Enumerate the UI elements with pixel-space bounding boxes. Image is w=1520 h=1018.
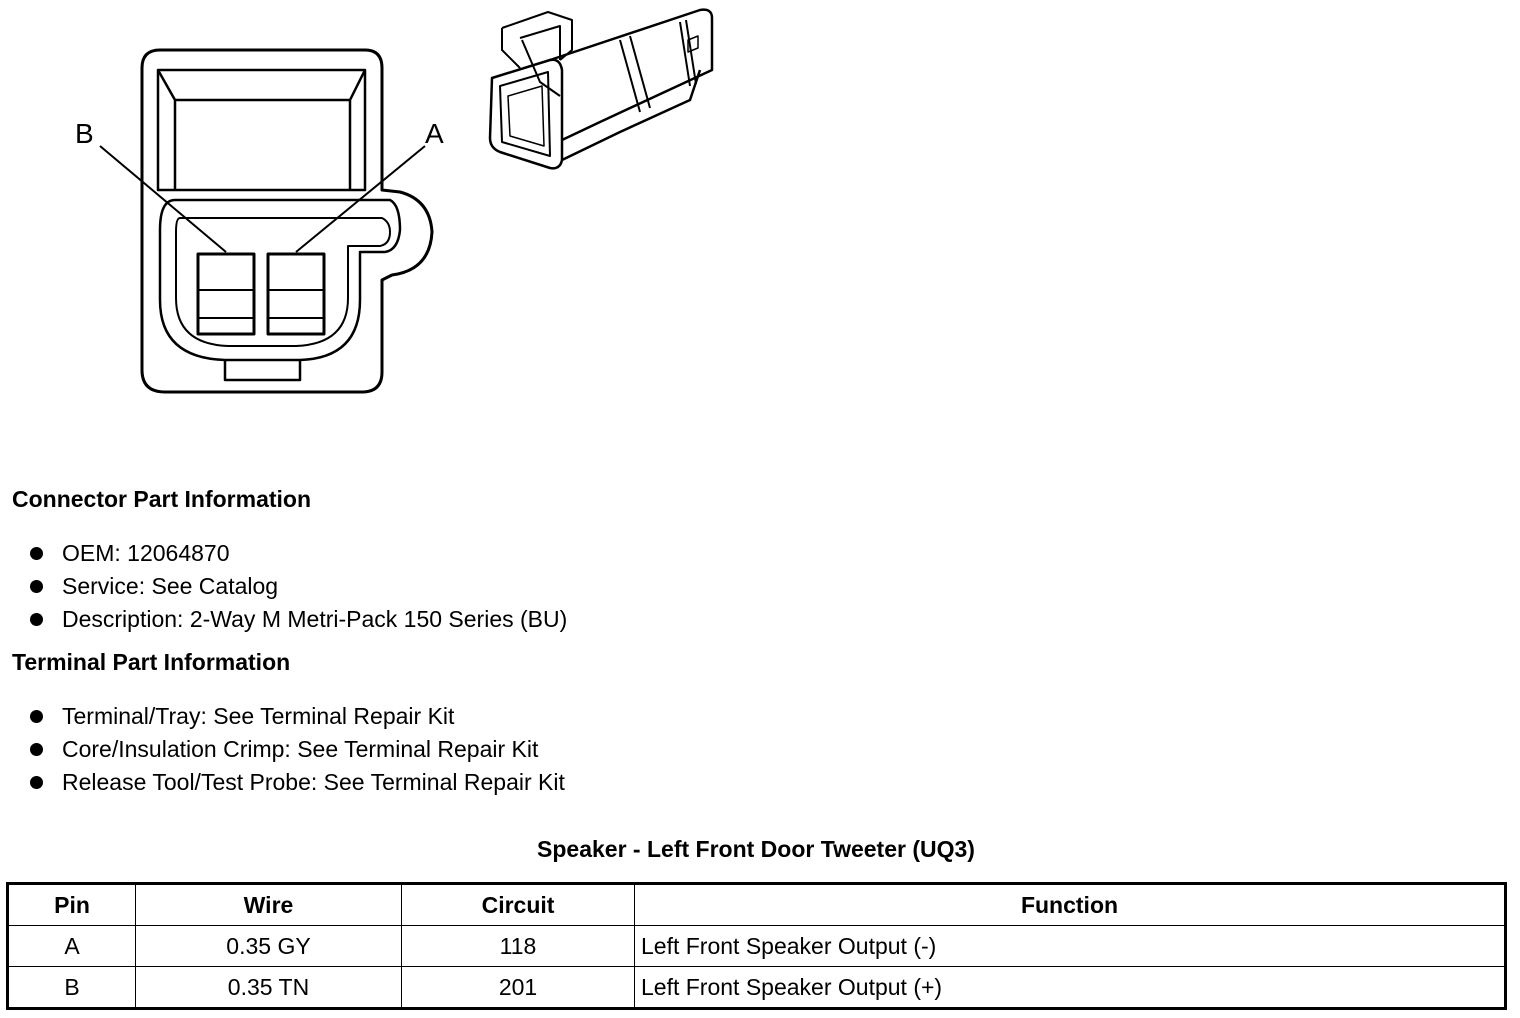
- terminal-info-list: Terminal/Tray: See Terminal Repair Kit C…: [28, 700, 565, 799]
- cell-pin: B: [7, 966, 136, 1009]
- cell-circuit: 118: [401, 925, 635, 967]
- table-title: Speaker - Left Front Door Tweeter (UQ3): [537, 836, 975, 862]
- connector-face-diagram: B A: [75, 48, 444, 394]
- terminal-info-heading: Terminal Part Information: [12, 649, 291, 675]
- cell-circuit: 201: [401, 966, 635, 1009]
- bullet-icon: [30, 580, 43, 593]
- list-item: OEM: 12064870: [28, 537, 567, 570]
- bullet-icon: [30, 743, 43, 756]
- column-header-pin: Pin: [7, 883, 136, 926]
- connector-info-heading: Connector Part Information: [12, 486, 312, 512]
- inner-cavity: [158, 198, 402, 362]
- cell-pin: A: [7, 925, 136, 967]
- cell-function: Left Front Speaker Output (-): [634, 925, 1506, 967]
- housing-outline: [140, 48, 434, 394]
- bullet-icon: [30, 613, 43, 626]
- pinout-table: Pin Wire Circuit Function A 0.35 GY 118 …: [6, 882, 1507, 1010]
- connector-isometric-diagram: [488, 8, 714, 170]
- bullet-icon: [30, 710, 43, 723]
- terminal-cavity-a: [266, 252, 326, 336]
- list-item: Terminal/Tray: See Terminal Repair Kit: [28, 700, 565, 733]
- table-header-row: Pin Wire Circuit Function: [7, 883, 1506, 926]
- leader-line-b: [99, 145, 227, 253]
- bullet-icon: [30, 776, 43, 789]
- latch-window: [156, 68, 367, 192]
- table-row: B 0.35 TN 201 Left Front Speaker Output …: [7, 966, 1506, 1009]
- connector-info-list: OEM: 12064870 Service: See Catalog Descr…: [28, 537, 567, 636]
- list-item: Core/Insulation Crimp: See Terminal Repa…: [28, 733, 565, 766]
- cell-function: Left Front Speaker Output (+): [634, 966, 1506, 1009]
- list-item: Description: 2-Way M Metri-Pack 150 Seri…: [28, 603, 567, 636]
- pin-label-a: A: [425, 118, 444, 149]
- column-header-function: Function: [634, 883, 1506, 926]
- column-header-circuit: Circuit: [401, 883, 635, 926]
- bullet-icon: [30, 547, 43, 560]
- column-header-wire: Wire: [135, 883, 402, 926]
- table-row: A 0.35 GY 118 Left Front Speaker Output …: [7, 925, 1506, 967]
- list-item: Service: See Catalog: [28, 570, 567, 603]
- pin-label-b: B: [75, 118, 94, 149]
- terminal-cavity-b: [196, 252, 256, 336]
- cell-wire: 0.35 TN: [135, 966, 402, 1009]
- cell-wire: 0.35 GY: [135, 925, 402, 967]
- list-item: Release Tool/Test Probe: See Terminal Re…: [28, 766, 565, 799]
- leader-line-a: [295, 145, 426, 253]
